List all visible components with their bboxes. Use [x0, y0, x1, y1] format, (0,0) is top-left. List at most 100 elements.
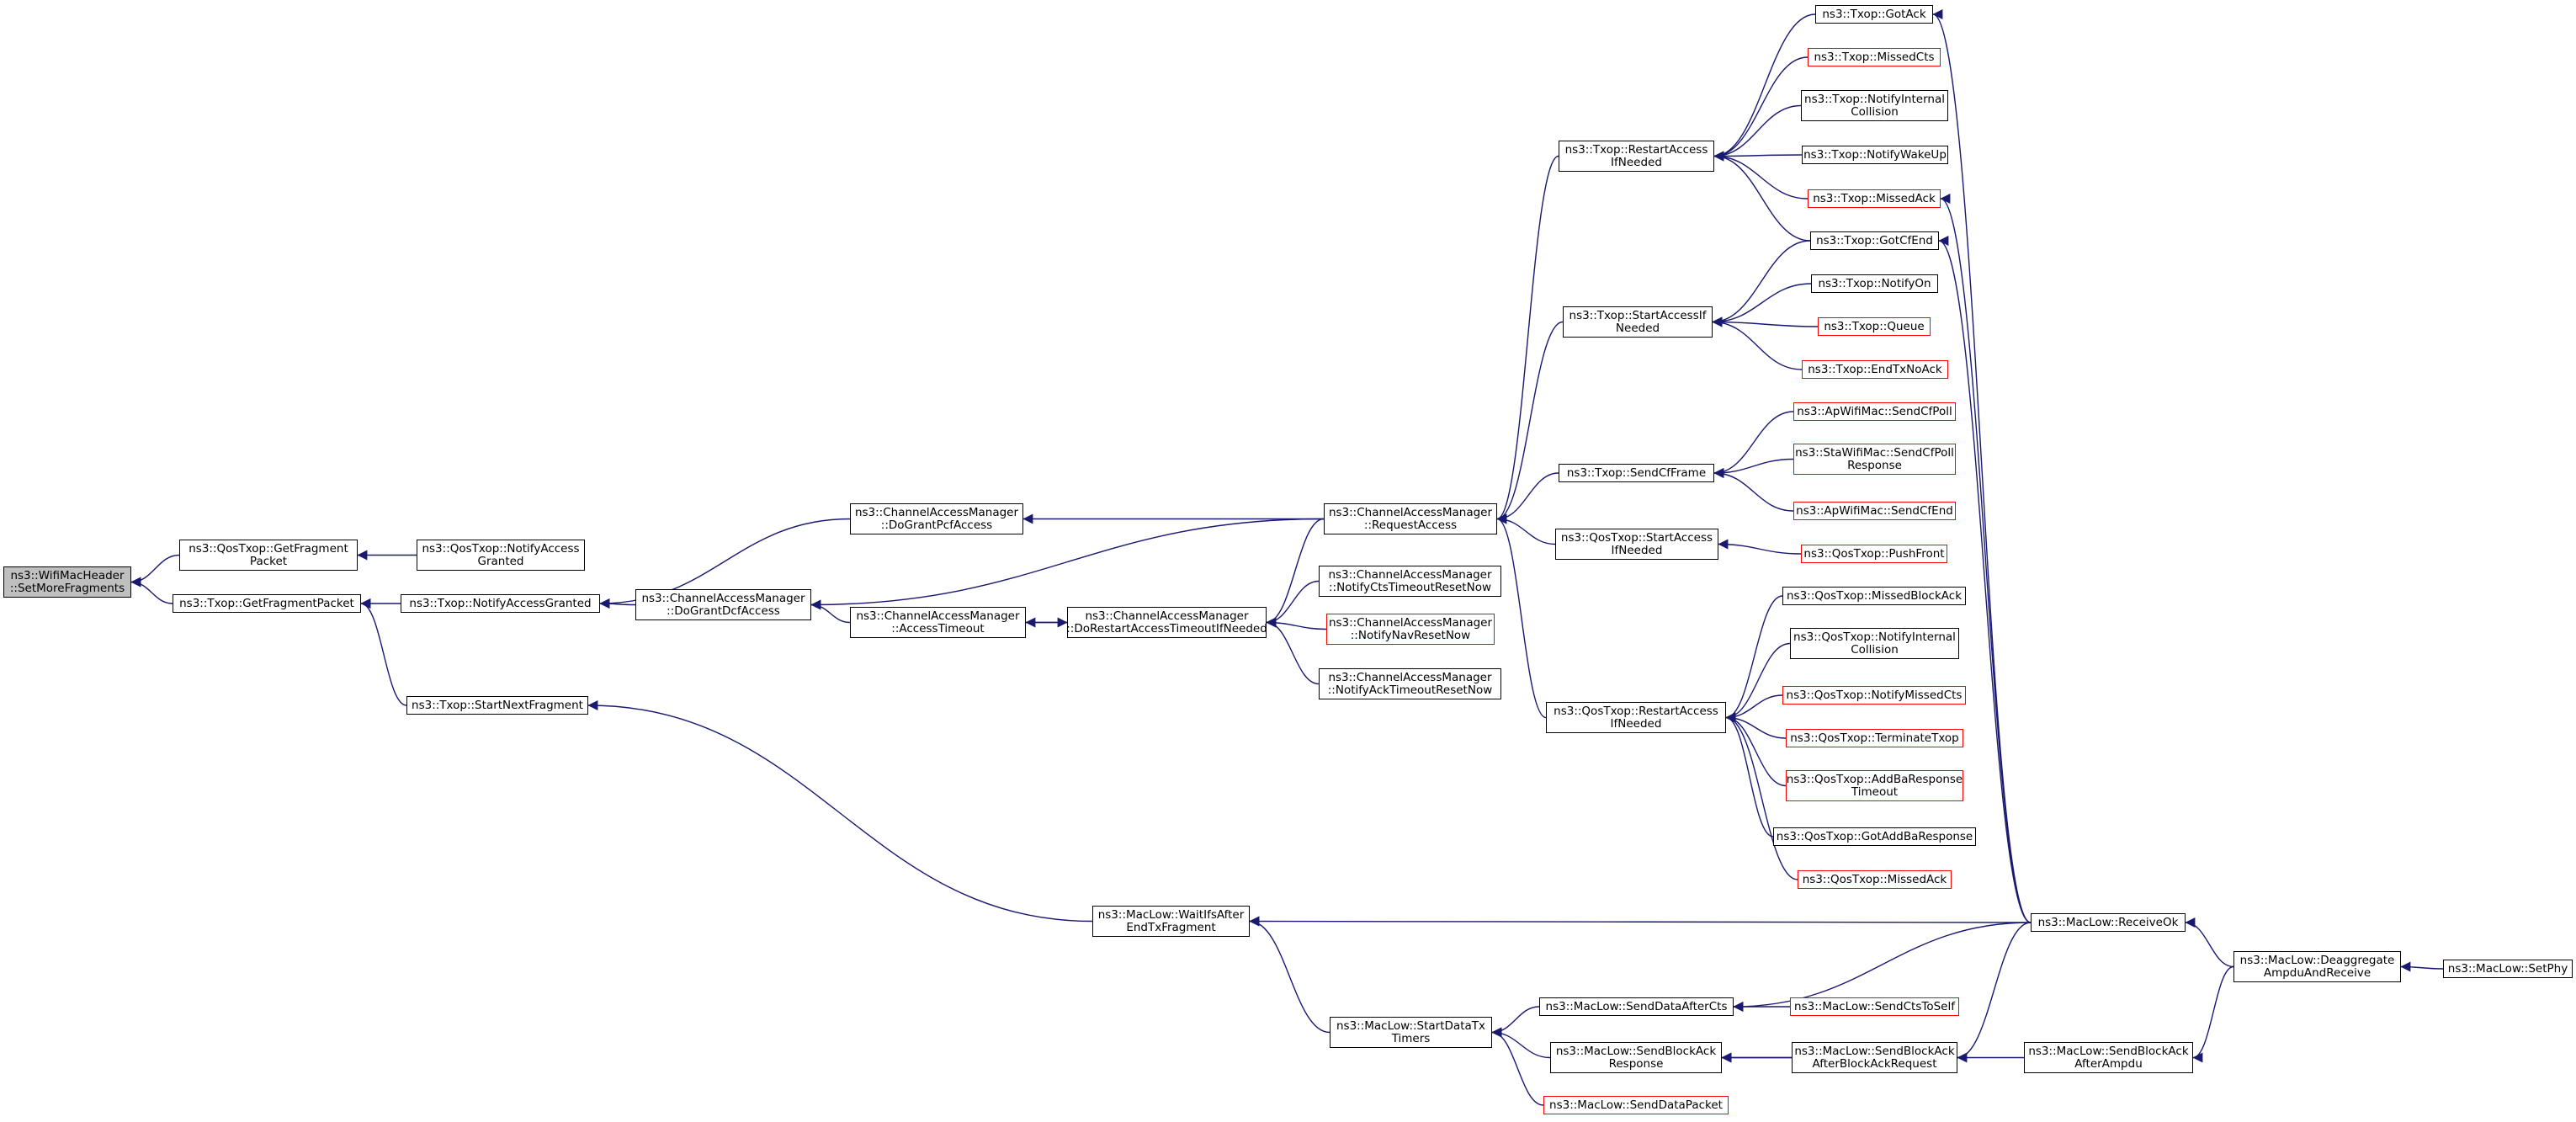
node-label-line: ns3::MacLow::SendBlockAck	[1555, 1044, 1717, 1058]
node-dorestartaccess[interactable]: ns3::ChannelAccessManager::DoRestartAcce…	[1066, 607, 1267, 638]
edge-txop_startaccess-to-requestaccess	[1496, 321, 1564, 524]
edge-notifyacktimeout-to-dorestartaccess	[1266, 617, 1320, 685]
node-qos-missedblockack[interactable]: ns3::QosTxop::MissedBlockAck	[1782, 587, 1966, 605]
edge-txop_notifyon-to-txop_startaccess	[1712, 283, 1812, 327]
node-label-line: ns3::MacLow::SendBlockAck	[2028, 1044, 2189, 1058]
node-txop-endtxnoack[interactable]: ns3::Txop::EndTxNoAck	[1802, 360, 1948, 379]
node-requestaccess[interactable]: ns3::ChannelAccessManager::RequestAccess	[1324, 503, 1497, 534]
node-qos-terminatetxop[interactable]: ns3::QosTxop::TerminateTxop	[1786, 729, 1963, 747]
node-label-line: ns3::MacLow::WaitIfsAfter	[1097, 907, 1245, 922]
node-qos-missedack[interactable]: ns3::QosTxop::MissedAck	[1798, 870, 1952, 889]
node-senddataaftercts[interactable]: ns3::MacLow::SendDataAfterCts	[1539, 997, 1734, 1016]
node-label-line: ::DoGrantPcfAccess	[880, 518, 993, 532]
edge-qos_notifyinternal-to-qos_restartaccess	[1725, 642, 1791, 723]
node-txop-missedack[interactable]: ns3::Txop::MissedAck	[1808, 189, 1941, 208]
node-label-line: ns3::ChannelAccessManager	[1328, 670, 1492, 684]
node-notifynavreset[interactable]: ns3::ChannelAccessManager::NotifyNavRese…	[1326, 614, 1495, 645]
node-apwifi-sendcfpoll[interactable]: ns3::ApWifiMac::SendCfPoll	[1793, 402, 1956, 421]
node-label-line: ns3::ApWifiMac::SendCfEnd	[1796, 503, 1953, 518]
edge-deaggregate-to-sendblockackafterampdu	[2192, 965, 2234, 1063]
node-qos-gotaddbaresponse[interactable]: ns3::QosTxop::GotAddBaResponse	[1773, 827, 1976, 846]
node-label-line: ::DoGrantDcfAccess	[667, 604, 780, 618]
node-apwifi-sendcfend[interactable]: ns3::ApWifiMac::SendCfEnd	[1793, 502, 1956, 520]
node-label-line: ns3::QosTxop::MissedBlockAck	[1786, 588, 1963, 603]
node-txop-notifyon[interactable]: ns3::Txop::NotifyOn	[1811, 274, 1938, 293]
node-qos-pushfront[interactable]: ns3::QosTxop::PushFront	[1801, 545, 1947, 563]
edge-stawifi_sendcfpollresp-to-txop_sendcfframe	[1713, 458, 1794, 478]
edge-receiveok-to-senddataaftercts	[1733, 922, 2032, 1012]
node-label-line: Collision	[1851, 642, 1899, 657]
node-label-line: ns3::QosTxop::GetFragment	[189, 541, 348, 556]
node-dograntpcfaccess[interactable]: ns3::ChannelAccessManager::DoGrantPcfAcc…	[850, 503, 1023, 534]
edge-senddatapacket-to-startdatatxtimers	[1491, 1027, 1544, 1106]
node-label-line: ns3::QosTxop::StartAccess	[1560, 530, 1713, 545]
node-label-line: Timers	[1391, 1031, 1431, 1045]
edge-txop_notifywakeup-to-txop_restartaccess	[1713, 151, 1803, 162]
edge-txop_notifyinternal-to-txop_restartaccess	[1713, 104, 1802, 162]
node-sendctstoself[interactable]: ns3::MacLow::SendCtsToSelf	[1790, 997, 1959, 1016]
node-label-line: ns3::QosTxop::RestartAccess	[1554, 704, 1718, 718]
node-notifyctstimeout[interactable]: ns3::ChannelAccessManager::NotifyCtsTime…	[1319, 566, 1501, 597]
node-startnextfragment[interactable]: ns3::Txop::StartNextFragment	[406, 696, 588, 715]
edge-qos_missedack-to-qos_restartaccess	[1725, 712, 1798, 880]
edge-startnextfragment-to-getfragmentpacket_txop	[360, 598, 407, 706]
edge-txop_gotcfend-to-txop_startaccess	[1712, 240, 1811, 327]
node-txop-queue[interactable]: ns3::Txop::Queue	[1818, 317, 1931, 336]
node-dograntdcfaccess[interactable]: ns3::ChannelAccessManager::DoGrantDcfAcc…	[635, 589, 811, 620]
node-txop-gotcfend[interactable]: ns3::Txop::GotCfEnd	[1810, 231, 1939, 250]
node-receiveok[interactable]: ns3::MacLow::ReceiveOk	[2031, 913, 2186, 932]
node-label-line: ns3::ChannelAccessManager	[1328, 505, 1493, 519]
node-getfragmentpacket-txop[interactable]: ns3::Txop::GetFragmentPacket	[173, 594, 361, 613]
node-txop-gotack[interactable]: ns3::Txop::GotAck	[1815, 5, 1933, 24]
node-qos-notifymissedcts[interactable]: ns3::QosTxop::NotifyMissedCts	[1782, 686, 1966, 705]
node-notifyacktimeout[interactable]: ns3::ChannelAccessManager::NotifyAckTime…	[1319, 668, 1501, 699]
node-label-line: ns3::Txop::Queue	[1824, 319, 1925, 333]
node-label-line: ns3::Txop::NotifyWakeUp	[1803, 147, 1947, 162]
node-senddatapacket[interactable]: ns3::MacLow::SendDataPacket	[1543, 1096, 1729, 1114]
node-label-line: AfterAmpdu	[2074, 1056, 2143, 1071]
node-notifyaccessgranted-txop[interactable]: ns3::Txop::NotifyAccessGranted	[401, 594, 600, 613]
node-label-line: ::NotifyAckTimeoutResetNow	[1327, 683, 1493, 697]
edge-txop_restartaccess-to-requestaccess	[1496, 155, 1559, 524]
node-txop-sendcfframe[interactable]: ns3::Txop::SendCfFrame	[1559, 464, 1714, 482]
node-setphy[interactable]: ns3::MacLow::SetPhy	[2443, 960, 2573, 978]
edge-apwifi_sendcfpoll-to-txop_sendcfframe	[1713, 411, 1794, 478]
edge-getfragmentpacket_txop-to-setmorefragments	[130, 577, 173, 604]
node-label-line: ns3::Txop::StartAccessIf	[1569, 308, 1707, 322]
node-label-line: ns3::QosTxop::NotifyAccess	[422, 541, 580, 556]
edge-txop_queue-to-txop_startaccess	[1712, 316, 1819, 327]
node-label-line: ns3::Txop::RestartAccess	[1564, 142, 1708, 157]
node-txop-notifywakeup[interactable]: ns3::Txop::NotifyWakeUp	[1802, 146, 1948, 164]
edge-dograntdcfaccess-to-notifyaccessgranted_txop	[599, 598, 636, 609]
node-label-line: IfNeeded	[1610, 716, 1662, 731]
node-label-line: ns3::Txop::EndTxNoAck	[1808, 362, 1942, 376]
node-txop-missedcts[interactable]: ns3::Txop::MissedCts	[1808, 48, 1941, 66]
node-label-line: Packet	[249, 554, 288, 568]
node-label-line: IfNeeded	[1611, 155, 1662, 169]
node-label-line: ns3::ChannelAccessManager	[1328, 615, 1493, 630]
node-accesstimeout[interactable]: ns3::ChannelAccessManager::AccessTimeout	[850, 607, 1026, 638]
edge-getfragmentpacket_qos-to-setmorefragments	[130, 554, 180, 588]
edge-receiveok-to-txop_missedack	[1940, 194, 2032, 923]
node-label-line: ns3::QosTxop::MissedAck	[1802, 872, 1947, 886]
node-label-line: ns3::ChannelAccessManager	[856, 609, 1020, 623]
node-label-line: ns3::QosTxop::PushFront	[1803, 546, 1945, 561]
node-setmorefragments: ns3::WifiMacHeader::SetMoreFragments	[3, 566, 131, 598]
